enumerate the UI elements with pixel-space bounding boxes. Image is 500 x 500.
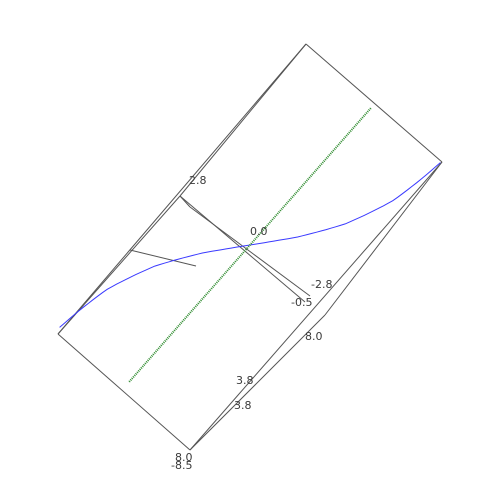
tick-label: -2.8	[311, 278, 332, 291]
tick-label: 2.8	[189, 174, 207, 187]
tick-label: 3.8	[236, 374, 254, 387]
box-edge	[189, 314, 326, 451]
box-edge	[179, 43, 307, 197]
tick-label: 8.0	[305, 330, 323, 343]
tick-label: -0.5	[291, 296, 312, 309]
tick-label: 8.0	[175, 451, 193, 464]
tick-label: 3.8	[234, 399, 252, 412]
axis-line	[179, 195, 191, 208]
tick-label: -8.5	[171, 459, 192, 472]
box-edge	[57, 333, 191, 451]
axis-line	[189, 206, 311, 297]
axis-line	[129, 249, 197, 267]
bounding-box	[57, 43, 443, 451]
axis-line	[179, 195, 306, 303]
box-edge	[57, 43, 307, 335]
tick-labels: 2.8 0.0 -2.8 -0.5 8.0 3.8 3.8 8.0 -8.5	[171, 174, 332, 472]
box-edge	[189, 161, 443, 451]
series-straight-line	[128, 107, 372, 383]
box-edge	[305, 43, 443, 163]
box-edge	[324, 161, 443, 316]
tick-label: 0.0	[250, 225, 268, 238]
series-layer	[59, 107, 441, 383]
